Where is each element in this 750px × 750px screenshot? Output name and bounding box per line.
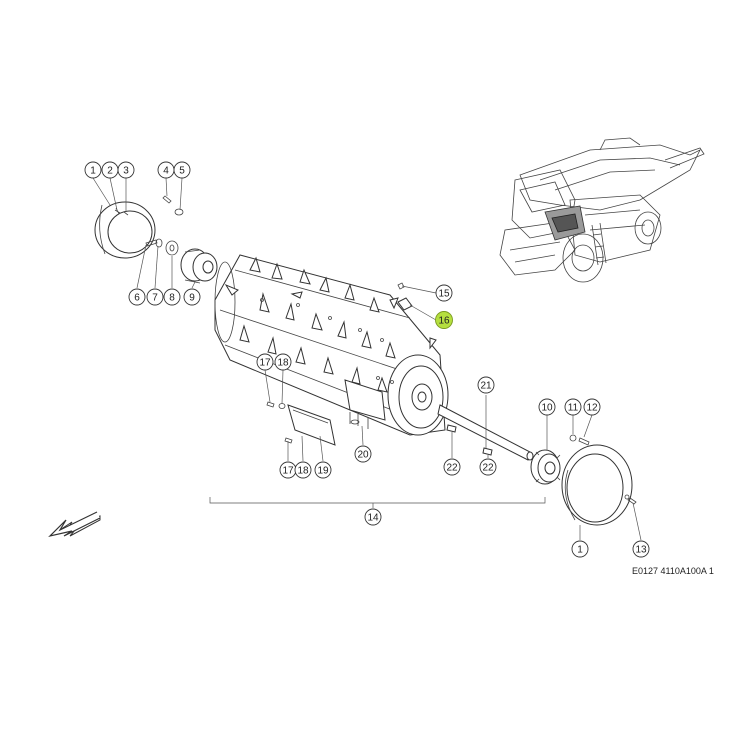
bolt-13 xyxy=(624,494,637,505)
bolt-4 xyxy=(162,195,172,204)
svg-text:14: 14 xyxy=(367,513,379,524)
screw-15 xyxy=(397,282,405,290)
bolt-6 xyxy=(145,239,158,247)
svg-text:13: 13 xyxy=(635,545,647,556)
leader-lines xyxy=(92,177,642,541)
callout-5[interactable]: 5 xyxy=(173,161,191,179)
washer-5 xyxy=(174,208,184,216)
key-22-left xyxy=(446,424,457,433)
svg-text:3: 3 xyxy=(123,166,129,177)
svg-text:5: 5 xyxy=(179,166,185,177)
callout-19[interactable]: 19 xyxy=(314,461,332,479)
washer-18-upper xyxy=(278,403,286,409)
svg-text:17: 17 xyxy=(259,358,271,369)
callout-6[interactable]: 6 xyxy=(128,288,146,306)
shaft-21 xyxy=(437,404,534,461)
svg-text:17: 17 xyxy=(282,466,294,477)
key-22-right xyxy=(482,447,493,456)
direction-arrow-icon xyxy=(48,511,101,538)
callout-14[interactable]: 14 xyxy=(364,508,382,526)
svg-text:21: 21 xyxy=(480,381,492,392)
svg-text:18: 18 xyxy=(297,466,309,477)
callout-11[interactable]: 11 xyxy=(564,398,582,416)
screw-17-lower xyxy=(284,437,293,444)
callout-bubbles: 1 2 3 4 5 6 7 8 xyxy=(84,161,650,558)
reference-code: E0127 4110A100A 1 xyxy=(632,566,714,576)
svg-text:22: 22 xyxy=(446,463,458,474)
beater-drum-14 xyxy=(214,254,449,436)
svg-text:19: 19 xyxy=(317,466,329,477)
callout-10[interactable]: 10 xyxy=(538,398,556,416)
svg-text:1: 1 xyxy=(577,545,583,556)
callout-20[interactable]: 20 xyxy=(354,445,372,463)
svg-text:12: 12 xyxy=(586,403,598,414)
callout-9[interactable]: 9 xyxy=(183,288,201,306)
bolt-3 xyxy=(123,211,129,216)
washer-7 xyxy=(155,238,163,248)
callout-18-lower[interactable]: 18 xyxy=(294,461,312,479)
svg-text:10: 10 xyxy=(541,403,553,414)
svg-text:2: 2 xyxy=(107,166,113,177)
hub-9 xyxy=(180,248,218,284)
bolt-12 xyxy=(578,437,590,446)
svg-text:9: 9 xyxy=(189,293,195,304)
callout-1-left[interactable]: 1 xyxy=(84,161,102,179)
washer-11 xyxy=(569,434,577,442)
callout-12[interactable]: 12 xyxy=(583,398,601,416)
callout-7[interactable]: 7 xyxy=(146,288,164,306)
callout-17-lower[interactable]: 17 xyxy=(279,461,297,479)
callout-22-left[interactable]: 22 xyxy=(443,458,461,476)
ring-part-1-right xyxy=(561,444,633,526)
svg-text:1: 1 xyxy=(90,166,96,177)
washer-8 xyxy=(165,240,179,256)
svg-text:15: 15 xyxy=(438,289,450,300)
callout-15[interactable]: 15 xyxy=(435,284,453,302)
svg-text:6: 6 xyxy=(134,293,140,304)
svg-text:8: 8 xyxy=(169,293,175,304)
callout-2[interactable]: 2 xyxy=(101,161,119,179)
callout-22-right[interactable]: 22 xyxy=(479,458,497,476)
callout-4[interactable]: 4 xyxy=(157,161,175,179)
bearing-10 xyxy=(530,449,561,485)
svg-text:4: 4 xyxy=(163,166,169,177)
svg-text:7: 7 xyxy=(152,293,158,304)
callout-17-upper[interactable]: 17 xyxy=(256,353,274,371)
callout-21[interactable]: 21 xyxy=(477,376,495,394)
bracket-20 xyxy=(344,379,386,429)
callout-1-right[interactable]: 1 xyxy=(571,540,589,558)
callout-16-highlighted[interactable]: 16 xyxy=(435,311,453,329)
svg-text:22: 22 xyxy=(482,463,494,474)
callout-13[interactable]: 13 xyxy=(632,540,650,558)
svg-text:18: 18 xyxy=(277,358,289,369)
callout-3[interactable]: 3 xyxy=(117,161,135,179)
screw-17-upper xyxy=(266,401,275,408)
callout-18-upper[interactable]: 18 xyxy=(274,353,292,371)
ring-part-1-left xyxy=(94,201,156,259)
callout-8[interactable]: 8 xyxy=(163,288,181,306)
svg-text:16: 16 xyxy=(438,316,450,327)
combine-harvester-thumbnail xyxy=(499,137,705,283)
svg-text:20: 20 xyxy=(357,450,369,461)
svg-text:11: 11 xyxy=(568,403,579,414)
cover-plate-19 xyxy=(287,404,336,446)
